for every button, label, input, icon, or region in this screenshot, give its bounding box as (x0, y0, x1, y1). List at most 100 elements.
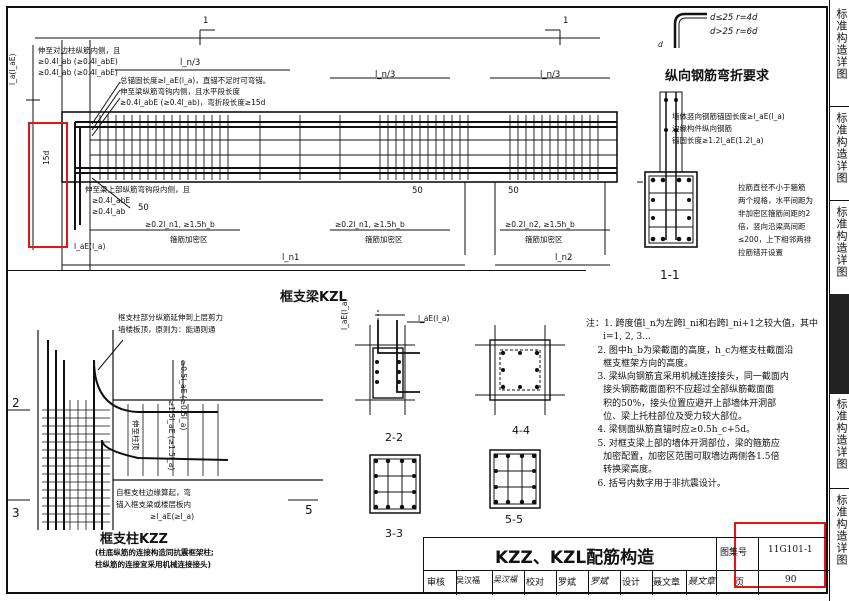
note-line: 6. 括号内数字用于非抗震设计。 (586, 478, 726, 489)
bend-diagram (673, 12, 707, 48)
note-line: 加密配置，加密区范围可取墙边两侧各1.5倍 (586, 451, 780, 462)
section-1-1-note: 拉筋错开设置 (738, 248, 783, 257)
kzl-elevation-drawing (26, 29, 618, 270)
kzz-subtitle: (柱底纵筋的连接构造同抗震框架柱; (95, 548, 214, 557)
kzl-title: 框支梁KZL (280, 290, 347, 305)
dimension-label: 箍筋加密区 (525, 235, 563, 244)
kzz-dim: 伸至柱顶 (131, 420, 140, 450)
page-label: 页 (735, 578, 745, 588)
title-block (423, 537, 829, 595)
notes-block: 注：1. 跨度值l_n为左跨l_ni和右跨l_ni+1之较大值，其中 i=1, … (586, 318, 826, 491)
dimension-label: l_a(l_aE) (8, 53, 17, 85)
section-label-2-2: 2-2 (385, 431, 403, 444)
section-1-1-note: 非加密区箍筋间距的2 (738, 209, 811, 218)
page-number: 90 (785, 575, 797, 585)
annotation: 伸至梁纵筋弯钩内侧，且水平段长度 (120, 87, 240, 96)
section-dim: l_aE(l_a) (340, 298, 349, 330)
section-mark: 2 (12, 396, 20, 410)
note-line: 注：1. 跨度值l_n为左跨l_ni和右跨l_ni+1之较大值，其中 (586, 319, 818, 329)
kzz-dim: ≥1.5l_aE (≥1.5l_a) (167, 400, 176, 471)
dimension-label: l_n1 (282, 253, 300, 263)
annotation: ≥0.4l_ab (≥0.4l_abE) (38, 68, 118, 77)
annotation: 总锚固长度≥l_aE(l_a)，直锚不足时可弯锚。 (120, 76, 271, 85)
atlas-number: 11G101-1 (768, 545, 813, 555)
side-tab[interactable]: 标准构造详图 (835, 112, 848, 184)
section-label-3-3: 3-3 (385, 527, 403, 540)
kzz-note: 自框支柱边缘算起，弯 (116, 488, 191, 497)
review-label: 审核 (427, 578, 446, 588)
design-label: 设计 (622, 578, 641, 588)
annotation: ≥0.4l_ab (≥0.4l_abE) (38, 57, 118, 66)
note-line: 2. 图中h_b为梁截面的高度，h_c为框支柱截面沿 (586, 345, 794, 356)
dimension-label: ≥0.2l_n1, ≥1.5h_b (335, 220, 405, 229)
highlight-box (28, 122, 68, 248)
section-1-1-note: 边缘构件纵向钢筋 (672, 124, 732, 133)
note-line: 接头钢筋截面面积不应超过全部纵筋截面面 (586, 385, 775, 396)
dimension-label: ≥0.2l_n2, ≥1.5h_b (505, 220, 575, 229)
review-signature: 吴汉福 (493, 575, 517, 584)
dimension-label: l_n/3 (375, 70, 396, 80)
note-line: 4. 梁侧面纵筋直锚时应≥0.5h_c+5d。 (586, 425, 756, 436)
note-line: 转换梁高度。 (586, 465, 658, 476)
design-signature: 聂文章 (688, 577, 716, 587)
dimension-label: 50 (412, 186, 423, 196)
section-mark: 3 (12, 506, 20, 520)
side-tab[interactable]: 标准构造详图 (835, 8, 848, 80)
kzz-note: ≥l_aE(≥l_a) (150, 512, 195, 521)
section-dim: l_aE(l_a) (418, 314, 450, 323)
bend-title: 纵向钢筋弯折要求 (665, 69, 770, 84)
section-mark: 5 (305, 503, 313, 517)
side-tab[interactable]: 标准构造详图 (835, 398, 848, 470)
kzz-dim: ≥0.5l_aE (≥0.5l_a) (179, 360, 188, 431)
note-line: 位、梁上托柱部位及受力较大部位。 (586, 412, 748, 423)
note-line: i=1, 2, 3... (586, 332, 651, 343)
section-cut-label: 1 (203, 16, 209, 26)
annotation: ≥0.4l_abE (92, 196, 131, 205)
section-label-4-4: 4-4 (512, 424, 530, 437)
design-name: 聂文章 (653, 578, 681, 588)
sections-drawing (355, 310, 565, 514)
kzz-note: 框支柱部分纵筋延伸到上层剪力 (118, 313, 223, 322)
divider (6, 270, 586, 271)
kzz-title: 框支柱KZZ (100, 532, 168, 547)
dimension-label: ≥0.2l_n1, ≥1.5h_b (145, 220, 215, 229)
bend-label-d: d (658, 40, 663, 49)
annotation: ≥0.4l_abE (≥0.4l_ab)，弯折段长度≥15d (120, 98, 266, 107)
note-line: 3. 梁纵向钢筋宜采用机械连接接头，同一截面内 (586, 372, 789, 383)
dimension-label: 箍筋加密区 (170, 235, 208, 244)
side-tab-strip: 标准构造详图 标准构造详图 标准构造详图 标准构造详图 标准构造详图 (829, 0, 849, 601)
dimension-label: l_n/3 (540, 70, 561, 80)
dimension-label: l_aE(l_a) (74, 242, 106, 251)
section-label-1-1: 1-1 (660, 268, 680, 282)
check-name: 罗斌 (558, 578, 577, 588)
section-1-1-note: 锚固长度≥1.2l_aE(1.2l_a) (672, 136, 764, 145)
note-line: 5. 对框支梁上部的墙体开洞部位，梁的箍筋应 (586, 438, 780, 449)
side-tab[interactable]: 标准构造详图 (835, 494, 848, 566)
section-cut-label: 1 (563, 16, 569, 26)
note-line: 框支框架方向的高度。 (586, 358, 694, 369)
section-1-1-drawing (637, 91, 698, 248)
dimension-label: l_n2 (555, 253, 573, 263)
sheet-frame (6, 6, 828, 594)
annotation: ≥0.4l_ab (92, 207, 126, 216)
bend-rule: d>25 r=6d (710, 27, 758, 37)
note-line: 积的50%，接头位置应避开上部墙体开洞部 (586, 398, 777, 409)
section-1-1-note: 墙体竖向钢筋锚固长度≥l_aE(l_a) (672, 112, 785, 121)
atlas-label: 图集号 (720, 548, 748, 558)
section-1-1-note: 拉筋直径不小于箍筋 (738, 183, 806, 192)
annotation: 伸至对边柱纵筋内侧，且 (38, 46, 121, 55)
kzz-note: 墙楼板顶，原则为：能通则通 (118, 325, 216, 334)
dimension-label: 50 (138, 203, 149, 213)
review-name: 吴汉福 (456, 576, 480, 585)
dimension-label: 50 (508, 186, 519, 196)
check-label: 校对 (526, 578, 545, 588)
section-1-1-note: 两个规格，水平间距为 (738, 196, 813, 205)
kzz-subtitle: 柱纵筋的连接宜采用机械连接接头) (95, 560, 211, 569)
bend-rule: d≤25 r=4d (710, 13, 758, 23)
side-tab[interactable]: 标准构造详图 (835, 206, 848, 278)
drawing-title: KZZ、KZL配筋构造 (495, 548, 655, 568)
highlight-box (734, 522, 826, 588)
section-label-5-5: 5-5 (505, 513, 523, 526)
section-1-1-note: 倍，竖向沿梁高间距 (738, 222, 806, 231)
check-signature: 罗斌 (590, 577, 609, 587)
